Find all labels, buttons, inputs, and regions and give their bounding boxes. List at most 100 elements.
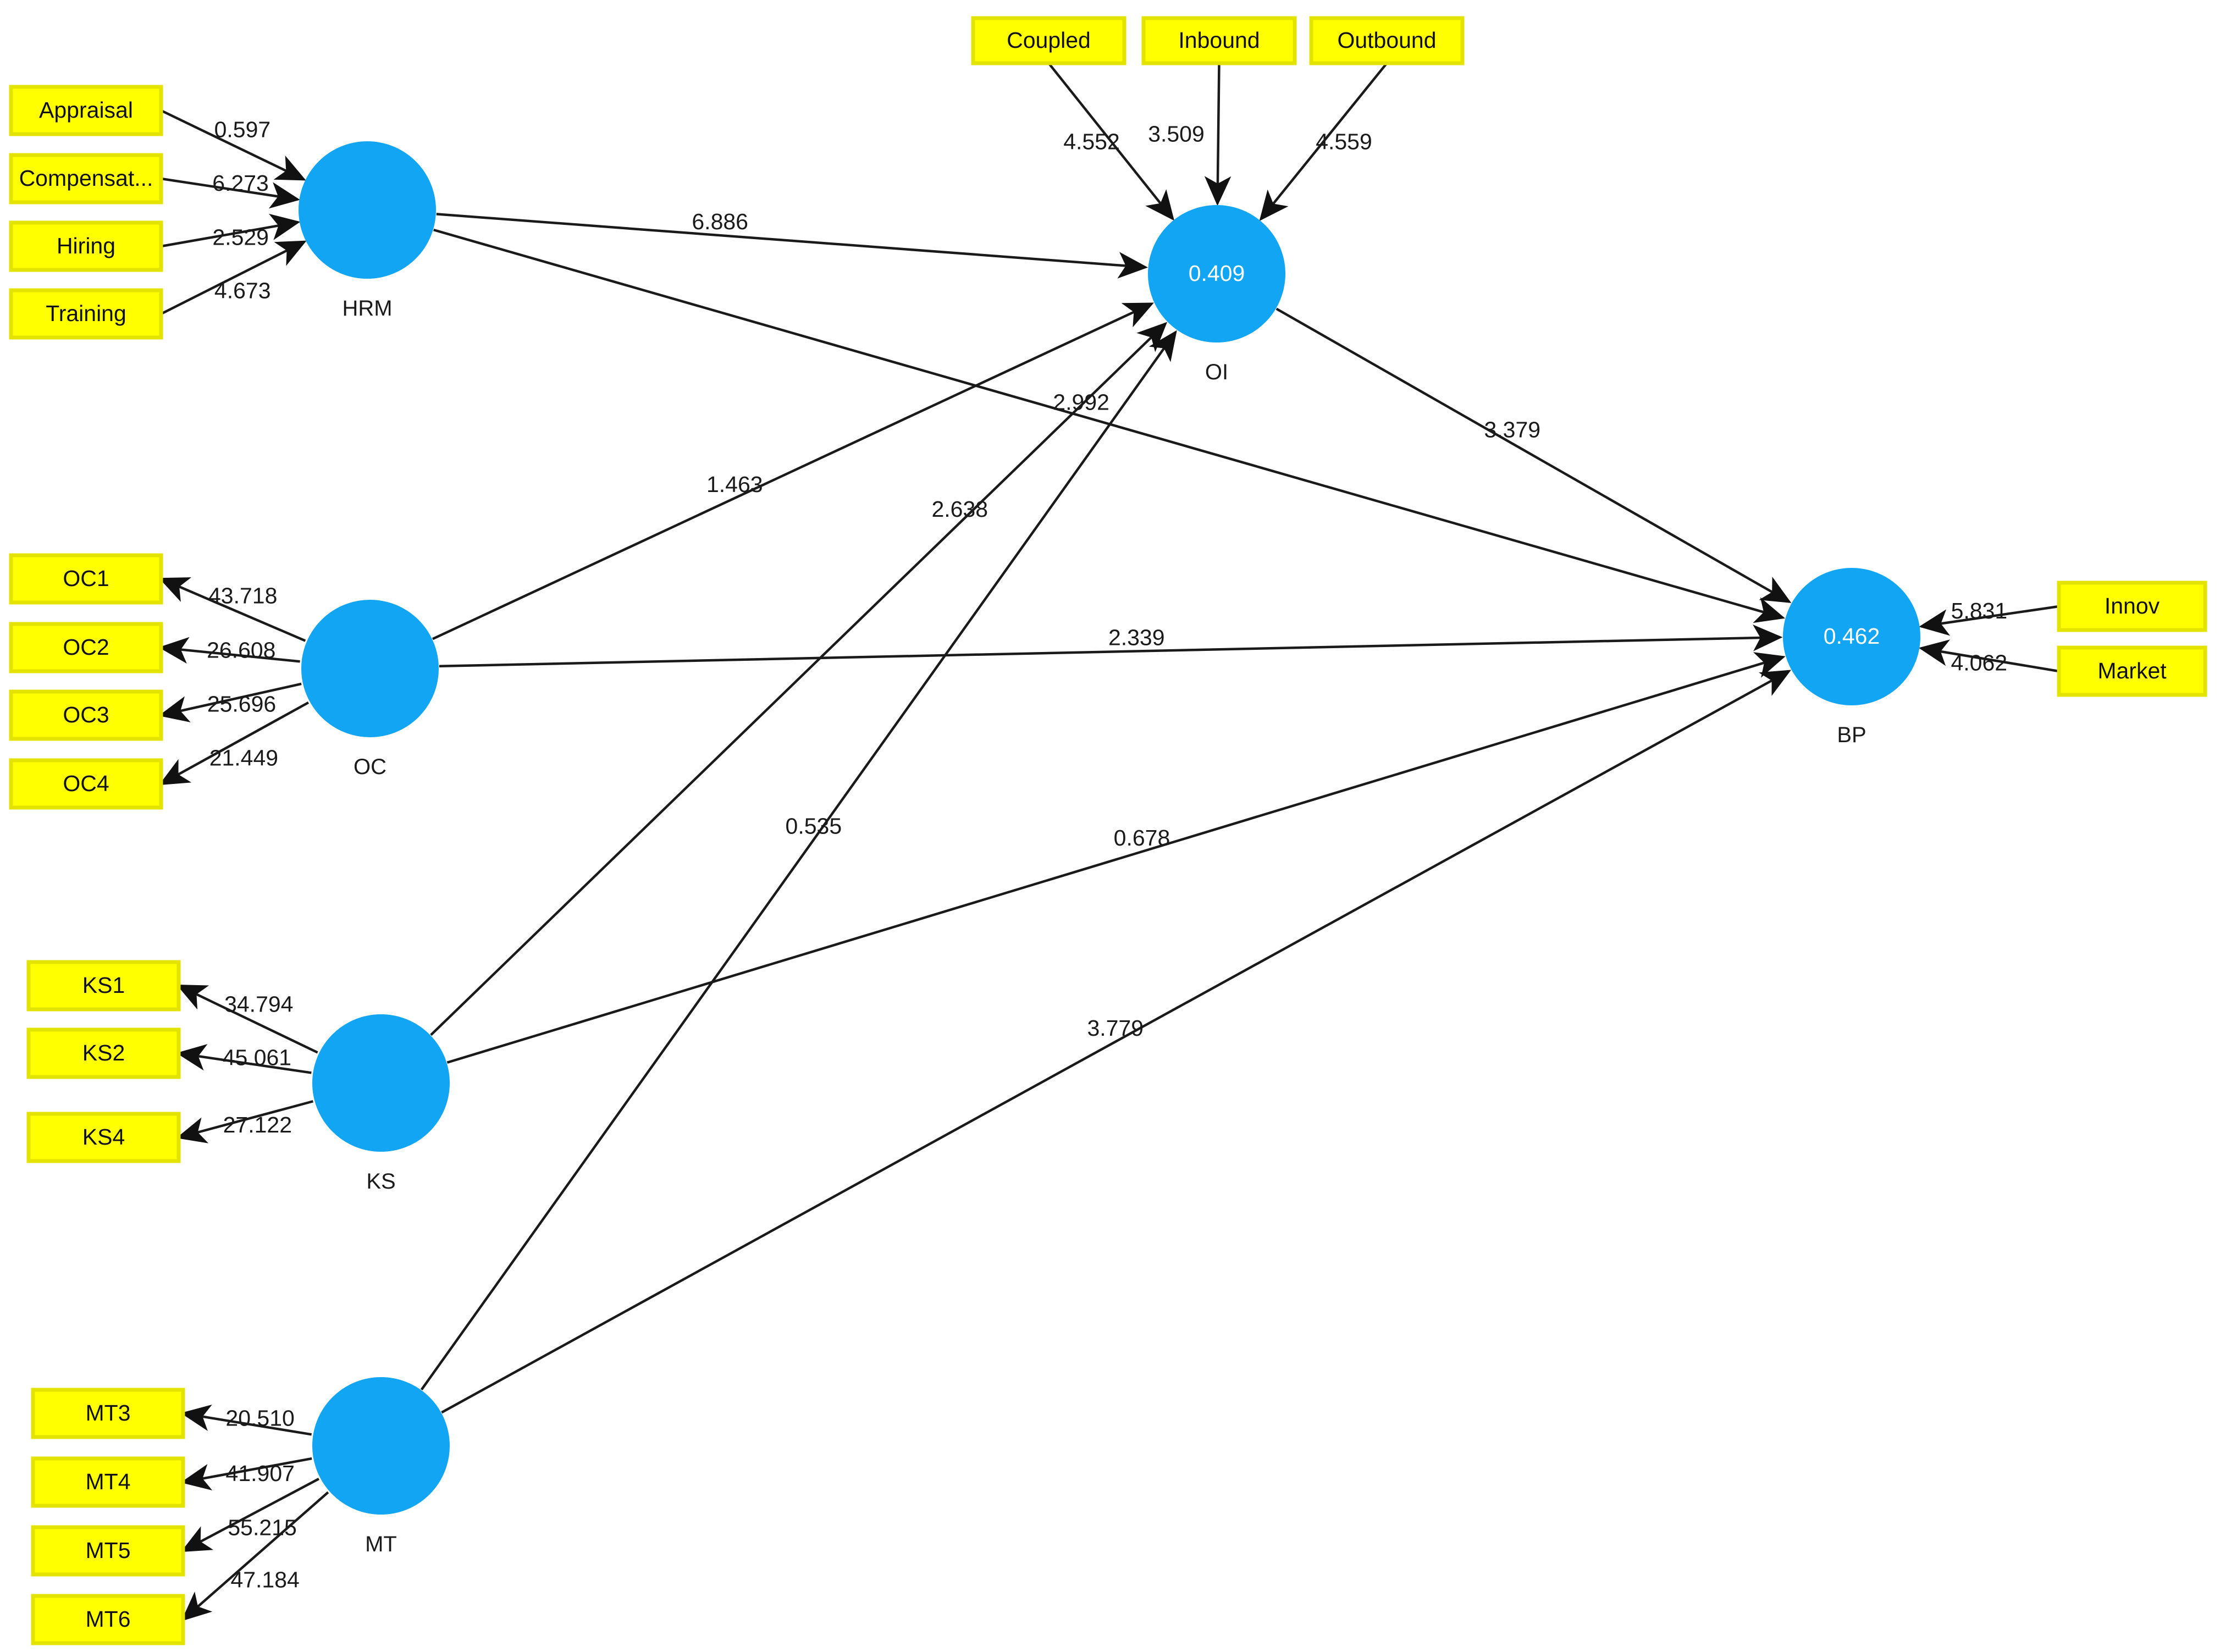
- path-KS-to-OI: [430, 322, 1168, 1036]
- loading-label-Appraisal: 0.597: [214, 117, 271, 142]
- indicator-box-MT5[interactable]: MT5: [31, 1525, 185, 1577]
- indicator-label-OC3: OC3: [63, 702, 109, 727]
- indicator-rect-Compensat[interactable]: [9, 153, 163, 205]
- construct-name-OC: OC: [354, 755, 386, 779]
- indicator-label-MT5: MT5: [86, 1538, 131, 1563]
- construct-name-KS: KS: [366, 1169, 395, 1194]
- loading-edge-OC4: [159, 701, 310, 786]
- loading-label-MT3: 20.510: [225, 1405, 294, 1430]
- loading-edge-Training: [160, 240, 307, 316]
- indicator-rect-OC4[interactable]: [9, 758, 163, 810]
- construct-name-MT: MT: [365, 1532, 397, 1556]
- path-OC-to-OI: [432, 302, 1155, 640]
- indicator-rect-KS4[interactable]: [26, 1112, 181, 1163]
- construct-name-OI: OI: [1205, 360, 1228, 384]
- indicator-box-OC4[interactable]: OC4: [9, 758, 163, 810]
- indicator-box-Training[interactable]: Training: [9, 288, 163, 340]
- construct-node-HRM[interactable]: HRM: [299, 141, 436, 321]
- indicator-rect-OC3[interactable]: [9, 689, 163, 741]
- construct-circle-KS[interactable]: [312, 1014, 450, 1152]
- indicator-label-Hiring: Hiring: [57, 233, 115, 258]
- loading-edge-Outbound: [1259, 62, 1388, 221]
- indicator-label-KS1: KS1: [82, 973, 125, 998]
- indicator-box-KS1[interactable]: KS1: [26, 960, 181, 1012]
- indicator-box-Appraisal[interactable]: Appraisal: [9, 85, 163, 136]
- construct-circle-OC[interactable]: [301, 600, 439, 737]
- loading-label-MT6: 47.184: [230, 1567, 299, 1592]
- indicator-box-Innov[interactable]: Innov: [2057, 581, 2207, 632]
- construct-circle-BP[interactable]: [1783, 568, 1920, 705]
- edge-labels-layer: 0.5976.2732.5294.67343.71826.60825.69621…: [207, 117, 2007, 1592]
- indicator-rect-KS2[interactable]: [26, 1027, 181, 1079]
- indicator-box-OC2[interactable]: OC2: [9, 622, 163, 673]
- construct-circle-HRM[interactable]: [299, 141, 436, 279]
- indicator-box-Hiring[interactable]: Hiring: [9, 220, 163, 272]
- indicator-rect-Outbound[interactable]: [1309, 16, 1465, 65]
- loading-label-Outbound: 4.559: [1316, 129, 1372, 154]
- path-HRM-to-OI: [436, 213, 1148, 279]
- construct-node-OC[interactable]: OC: [301, 600, 439, 779]
- indicator-label-OC1: OC1: [63, 566, 109, 591]
- indicator-rect-KS1[interactable]: [26, 960, 181, 1012]
- loading-label-Hiring: 2.529: [212, 225, 269, 250]
- indicator-box-MT6[interactable]: MT6: [31, 1594, 185, 1645]
- indicator-box-OC3[interactable]: OC3: [9, 689, 163, 741]
- loading-edge-Compensat: [161, 177, 300, 209]
- indicator-rect-MT4[interactable]: [31, 1456, 185, 1508]
- indicator-rect-OC2[interactable]: [9, 622, 163, 673]
- indicator-box-KS2[interactable]: KS2: [26, 1027, 181, 1079]
- indicator-rect-MT6[interactable]: [31, 1594, 185, 1645]
- indicator-label-MT6: MT6: [86, 1606, 131, 1632]
- indicator-box-Coupled[interactable]: Coupled: [971, 16, 1126, 65]
- indicator-label-OC2: OC2: [63, 634, 109, 660]
- indicator-label-Outbound: Outbound: [1337, 27, 1436, 53]
- indicator-box-MT4[interactable]: MT4: [31, 1456, 185, 1508]
- indicator-label-OC4: OC4: [63, 771, 109, 796]
- indicator-box-MT3[interactable]: MT3: [31, 1388, 185, 1439]
- indicator-box-Market[interactable]: Market: [2057, 645, 2207, 697]
- loading-label-OC3: 25.696: [207, 692, 276, 717]
- loading-edge-Hiring: [161, 213, 301, 248]
- indicator-label-Training: Training: [46, 301, 126, 326]
- construct-name-HRM: HRM: [342, 296, 392, 321]
- indicator-rect-Inbound[interactable]: [1141, 16, 1297, 65]
- indicator-label-KS2: KS2: [82, 1040, 125, 1065]
- loading-edge-MT5: [181, 1478, 319, 1552]
- indicator-rect-Coupled[interactable]: [971, 16, 1126, 65]
- indicator-label-Compensat: Compensat...: [19, 165, 153, 191]
- loading-label-OC2: 26.608: [207, 637, 275, 662]
- indicator-box-KS4[interactable]: KS4: [26, 1112, 181, 1163]
- indicator-box-OC1[interactable]: OC1: [9, 553, 163, 605]
- indicator-box-Inbound[interactable]: Inbound: [1141, 16, 1297, 65]
- path-HRM-to-BP: [433, 228, 1785, 623]
- indicator-rect-MT5[interactable]: [31, 1525, 185, 1577]
- construct-circle-MT[interactable]: [312, 1377, 450, 1515]
- path-label-OC-OI: 1.463: [706, 472, 763, 497]
- path-label-HRM-BP: 2.992: [1053, 390, 1109, 415]
- indicator-rect-Market[interactable]: [2057, 645, 2207, 697]
- indicator-box-Compensat[interactable]: Compensat...: [9, 153, 163, 205]
- loading-edge-OC1: [158, 577, 306, 642]
- loading-label-MT5: 55.215: [228, 1515, 296, 1540]
- construct-node-KS[interactable]: KS: [312, 1014, 450, 1194]
- indicator-label-Innov: Innov: [2105, 593, 2160, 618]
- indicator-rect-Appraisal[interactable]: [9, 85, 163, 136]
- indicator-label-MT4: MT4: [86, 1469, 131, 1494]
- construct-circle-OI[interactable]: [1148, 205, 1285, 342]
- loading-label-Coupled: 4.552: [1063, 129, 1120, 154]
- indicator-rect-MT3[interactable]: [31, 1388, 185, 1439]
- path-label-KS-OI: 2.638: [931, 496, 988, 522]
- indicator-rect-Hiring[interactable]: [9, 220, 163, 272]
- loading-edge-MT6: [181, 1491, 329, 1621]
- indicator-rect-OC1[interactable]: [9, 553, 163, 605]
- edges-layer: [158, 62, 2059, 1621]
- loading-label-MT4: 41.907: [226, 1461, 295, 1486]
- indicator-rect-Training[interactable]: [9, 288, 163, 340]
- indicator-box-Outbound[interactable]: Outbound: [1309, 16, 1465, 65]
- construct-node-MT[interactable]: MT: [312, 1377, 450, 1556]
- indicator-rect-Innov[interactable]: [2057, 581, 2207, 632]
